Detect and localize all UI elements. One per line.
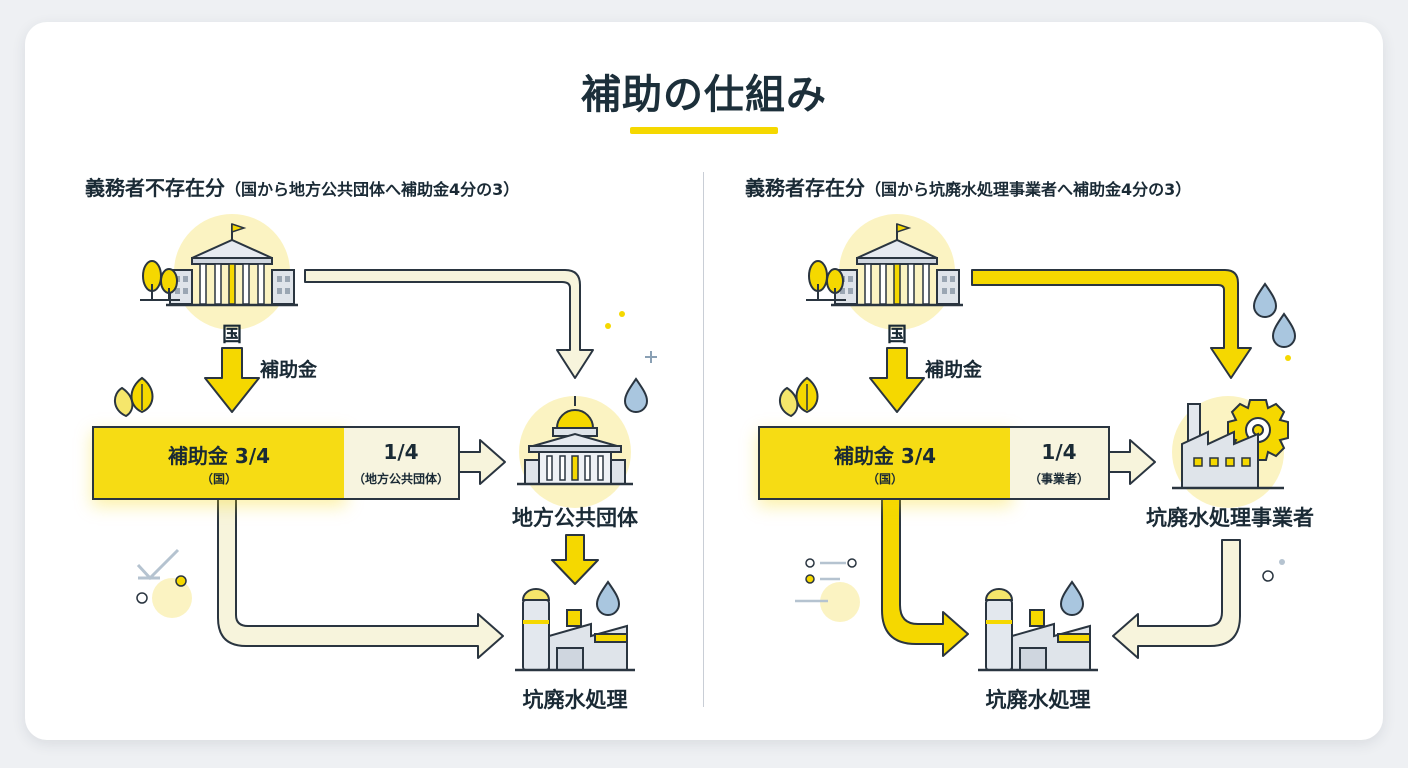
- right-heading: 義務者存在分（国から坑廃水処理事業者へ補助金4分の3）: [745, 172, 1191, 201]
- right-subsidy-down-arrow: [869, 347, 925, 413]
- government-building-icon: [164, 212, 300, 332]
- left-share-main-box: 補助金 3/4 （国）: [92, 426, 346, 500]
- left-heading: 義務者不存在分（国から地方公共団体へ補助金4分の3）: [85, 172, 519, 201]
- left-heading-note: （国から地方公共団体へ補助金4分の3）: [225, 180, 520, 199]
- leaf-icon: [778, 377, 819, 417]
- right-share-main-box: 補助金 3/4 （国）: [758, 426, 1012, 500]
- factory-gear-icon: [1170, 394, 1290, 510]
- right-subsidy-label: 補助金: [925, 359, 983, 381]
- right-state-treatment-arrow: [881, 496, 969, 657]
- leaf-icon: [113, 377, 154, 417]
- right-recipient-label: 坑廃水処理事業者: [1146, 506, 1314, 530]
- left-recipient-label: 地方公共団体: [512, 506, 638, 530]
- left-share-rest-label: 1/4: [383, 440, 419, 464]
- water-drop-icon: [624, 378, 648, 413]
- sparkle-dot: [1285, 355, 1291, 361]
- left-share-arrow: [458, 439, 506, 485]
- domed-building-icon: [515, 394, 635, 510]
- right-share-main-label: 補助金 3/4: [833, 444, 937, 468]
- right-share-rest-sub: （事業者）: [1028, 472, 1089, 486]
- left-heading-main: 義務者不存在分: [85, 176, 225, 200]
- page-title: 補助の仕組み: [581, 72, 827, 118]
- title-underline: [630, 127, 778, 134]
- water-drop-icon: [1060, 581, 1084, 616]
- right-share-arrow: [1108, 439, 1156, 485]
- checkmark-icon: [136, 548, 192, 618]
- panel-divider: [703, 172, 704, 707]
- left-state-flow-arrow: [304, 269, 594, 379]
- list-decoration-icon: [795, 558, 860, 622]
- left-share-main-sub: （国）: [200, 472, 237, 486]
- left-share-rest-box: 1/4 （地方公共団体）: [344, 426, 460, 500]
- plus-icon: [645, 351, 657, 363]
- left-recipient-down-arrow: [551, 534, 599, 585]
- right-share-rest-box: 1/4 （事業者）: [1010, 426, 1110, 500]
- left-state-label: 国: [222, 322, 242, 346]
- sparkle-dot: [1262, 570, 1274, 582]
- right-state-label: 国: [887, 322, 907, 346]
- sparkle-dot: [605, 323, 611, 329]
- right-share-rest-label: 1/4: [1041, 440, 1077, 464]
- water-drop-icon: [1272, 313, 1296, 348]
- water-drop-icon: [596, 581, 620, 616]
- right-state-flow-arrow: [971, 269, 1252, 379]
- right-operator-treatment-arrow: [1112, 539, 1241, 659]
- sparkle-dot: [1279, 559, 1285, 565]
- left-subsidy-label: 補助金: [260, 359, 318, 381]
- sparkle-dot: [619, 311, 625, 317]
- left-share-rest-sub: （地方公共団体）: [352, 472, 449, 486]
- government-building-icon: [829, 212, 965, 332]
- right-heading-main: 義務者存在分: [745, 176, 865, 200]
- right-share-main-sub: （国）: [866, 472, 903, 486]
- right-treatment-label: 坑廃水処理: [985, 688, 1091, 712]
- water-drop-icon: [1253, 283, 1277, 318]
- left-treatment-label: 坑廃水処理: [522, 688, 628, 712]
- left-share-main-label: 補助金 3/4: [167, 444, 271, 468]
- left-treatment-flow-arrow: [217, 496, 504, 659]
- left-subsidy-down-arrow: [204, 347, 260, 413]
- right-heading-note: （国から坑廃水処理事業者へ補助金4分の3）: [865, 180, 1192, 199]
